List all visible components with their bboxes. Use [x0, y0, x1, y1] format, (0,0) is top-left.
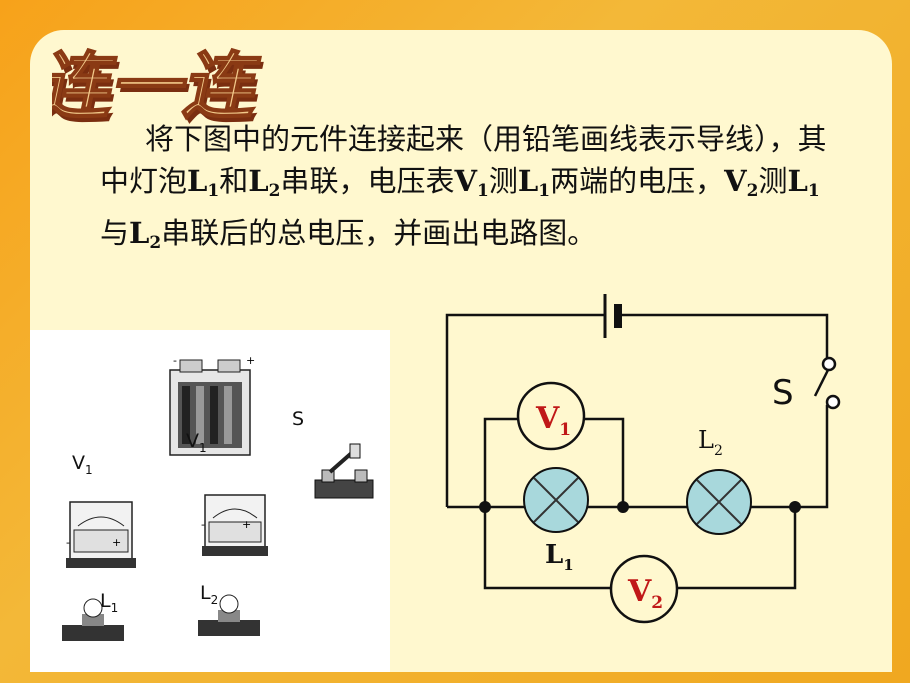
svg-text:-: -	[173, 354, 177, 367]
svg-text:V1: V1	[535, 401, 571, 440]
switch-label: S	[292, 408, 305, 430]
lamp-l2-icon	[198, 594, 260, 636]
switch-contact-top	[821, 356, 837, 372]
title-shadow: 连一连	[52, 50, 271, 134]
switch-contact-bottom	[825, 394, 841, 410]
title-art: 连一连 连一连	[52, 44, 271, 134]
problem-statement: 将下图中的元件连接起来（用铅笔画线表示导线），其中灯泡L1和L2串联，电压表V1…	[100, 122, 827, 253]
l1-component-label: L1	[100, 590, 119, 615]
wire-right	[795, 404, 833, 509]
lamp-l1-icon	[62, 598, 124, 641]
switch-icon	[314, 443, 374, 499]
svg-text:+: +	[246, 354, 255, 367]
components-drawing: - + - +	[30, 330, 390, 672]
switch-label: S	[772, 373, 794, 413]
junction-left	[479, 501, 491, 513]
voltmeter-v2-symbol: V2	[609, 554, 679, 624]
battery-label: V1	[186, 430, 207, 455]
svg-text:V2: V2	[627, 574, 663, 613]
v1-component-label: V1	[72, 452, 93, 477]
lamp-l2-symbol	[686, 469, 752, 535]
voltmeter-v1-icon: - +	[66, 501, 136, 568]
wire-v1-right	[584, 417, 625, 507]
circuit-diagram: S V1 V2 L1 L2	[445, 294, 841, 624]
l2-component-label: L2	[200, 582, 219, 607]
switch-blade	[813, 367, 831, 397]
wire-v2-left	[483, 507, 612, 590]
lamp-l1-symbol	[523, 467, 589, 533]
battery-icon: - +	[169, 354, 255, 456]
battery-symbol	[603, 294, 622, 338]
junction-mid	[617, 501, 629, 513]
svg-text:-: -	[201, 518, 205, 531]
junction-right	[789, 501, 801, 513]
lamp-l2-label: L2	[698, 426, 723, 459]
title-text: 连一连	[52, 45, 268, 129]
wire-top-right	[618, 313, 829, 368]
wire-v2-right	[676, 507, 797, 590]
voltmeter-v2-icon: - +	[201, 494, 268, 556]
svg-text:-: -	[66, 536, 70, 549]
wire-v1-left	[483, 417, 518, 507]
svg-text:+: +	[112, 536, 121, 549]
voltmeter-v1-symbol: V1	[516, 381, 586, 451]
components-area: - + - +	[30, 330, 390, 672]
wire-top-left	[445, 313, 605, 507]
lamp-l1-label: L1	[545, 540, 574, 574]
svg-text:+: +	[242, 518, 251, 531]
